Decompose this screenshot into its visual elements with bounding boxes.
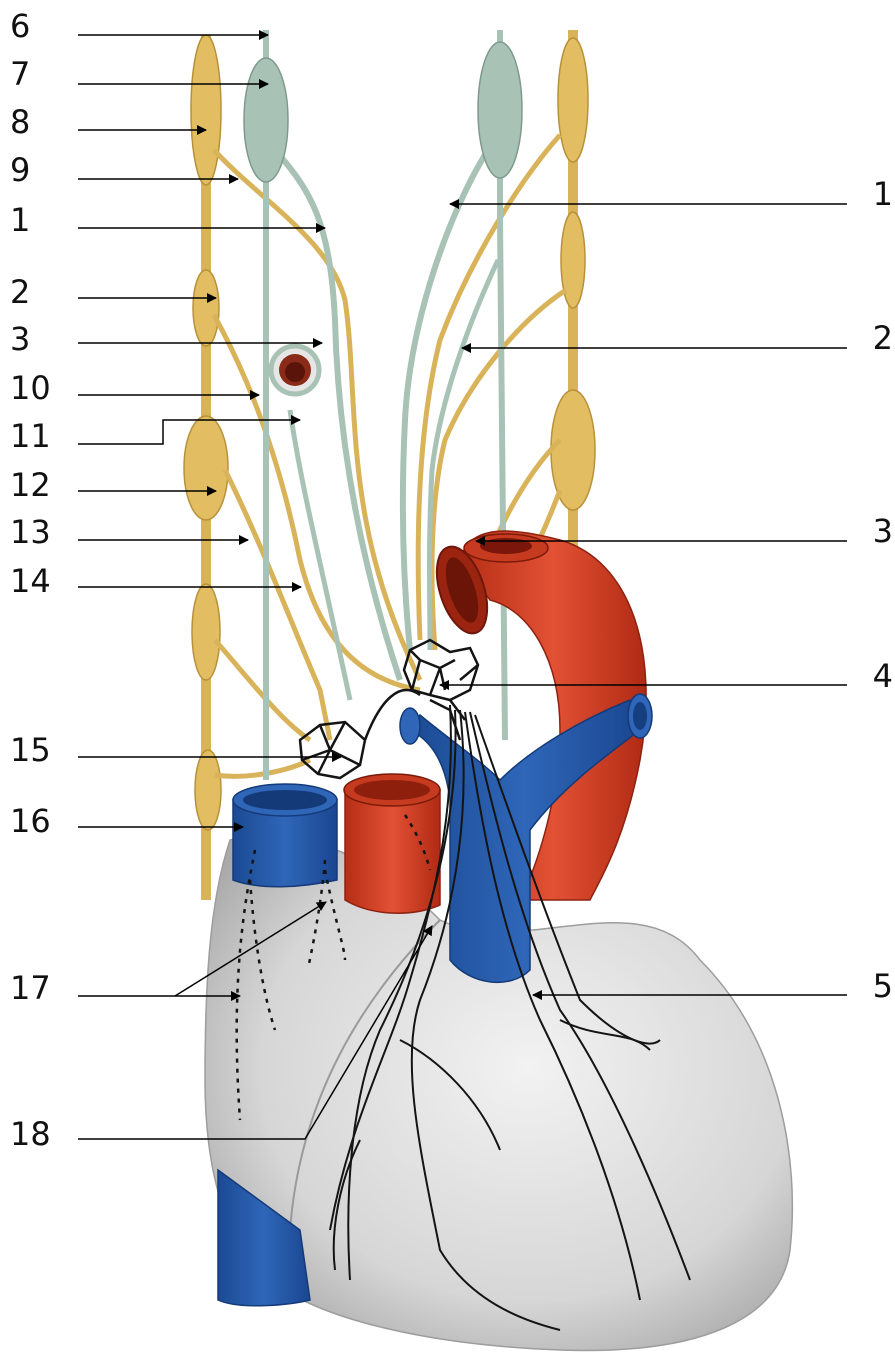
- label-left-2: 7: [10, 58, 30, 90]
- label-left-4: 9: [10, 154, 30, 186]
- label-left-16: 18: [10, 1118, 51, 1150]
- label-left-8: 10: [10, 372, 51, 404]
- subclavian-artery-section: [271, 346, 319, 394]
- pulmonary-trunk: [344, 774, 440, 913]
- label-left-5: 1: [10, 204, 30, 236]
- label-left-6: 2: [10, 276, 30, 308]
- label-right-1: 1: [873, 178, 893, 210]
- label-right-4: 4: [873, 660, 893, 692]
- label-left-13: 15: [10, 734, 51, 766]
- label-left-10: 12: [10, 469, 51, 501]
- label-left-7: 3: [10, 323, 30, 355]
- label-right-5: 5: [873, 970, 893, 1002]
- label-left-15: 17: [10, 972, 51, 1004]
- vagus-nerve-left: [244, 30, 400, 780]
- label-left-14: 16: [10, 805, 51, 837]
- label-left-12: 14: [10, 565, 51, 597]
- label-left-3: 8: [10, 106, 30, 138]
- pulmonary-vein-left: [233, 784, 337, 887]
- label-left-9: 11: [10, 420, 51, 452]
- sympathetic-trunk-right: [551, 30, 595, 590]
- label-right-2: 2: [873, 322, 893, 354]
- label-right-3: 3: [873, 515, 893, 547]
- label-left-11: 13: [10, 516, 51, 548]
- label-left-1: 6: [10, 10, 30, 42]
- sympathetic-trunk-left: [184, 35, 228, 900]
